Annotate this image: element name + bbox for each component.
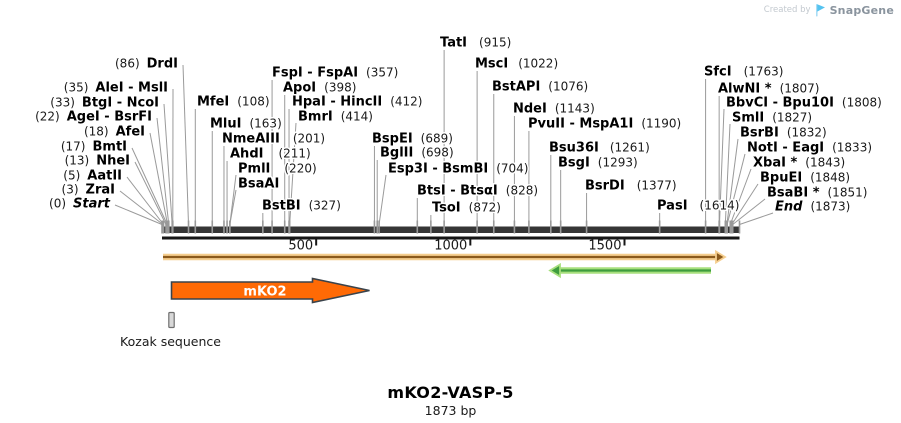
site-connector-line — [163, 103, 173, 225]
orf-feature-mko2: mKO2 — [170, 277, 370, 304]
enzyme-label: TsoI(872) — [432, 201, 501, 216]
ruler-tick-label: 1000 — [434, 239, 467, 254]
enzyme-label: BspEI(689) — [372, 132, 453, 147]
enzyme-label: BsrBI(1832) — [740, 126, 827, 141]
created-by-text: Created by — [763, 5, 811, 15]
enzyme-label: BsrDI(1377) — [585, 179, 677, 194]
enzyme-label: (13)NheI — [65, 154, 130, 169]
enzyme-label: MluI(163) — [210, 117, 282, 132]
sequence-bar — [162, 226, 740, 233]
reverse-arrowhead-icon — [548, 262, 561, 279]
site-connector-line — [739, 212, 774, 225]
enzyme-label: TatI(915) — [440, 36, 511, 51]
site-connector-line — [729, 168, 752, 225]
forward-arrowhead-icon — [715, 249, 727, 265]
site-connector-line — [731, 183, 759, 225]
enzyme-label: (18)AfeI — [84, 125, 145, 140]
enzyme-label: NotI - EagI(1833) — [747, 141, 872, 156]
site-connector-line — [229, 189, 237, 225]
ruler-labels: 500 1000 1500 — [288, 236, 626, 254]
orf-arrow-shape — [170, 277, 370, 304]
site-connector-line — [718, 108, 725, 225]
site-ticks — [161, 220, 741, 234]
site-connector-line — [119, 190, 164, 225]
enzyme-label: BmrI(414) — [298, 110, 373, 125]
ruler-tick-label: 500 — [288, 239, 313, 254]
site-connector-line — [149, 132, 169, 225]
ruler-tick — [623, 236, 626, 246]
enzyme-label: Bsu36I(1261) — [549, 141, 650, 156]
site-connector-line — [134, 161, 167, 225]
site-connector-line — [114, 204, 163, 225]
snapgene-brand-text: SnapGene — [829, 3, 894, 17]
enzyme-label: BstBI(327) — [262, 199, 341, 214]
enzyme-label: PasI(1614) — [657, 199, 739, 214]
snapgene-logo-icon — [815, 4, 825, 17]
enzyme-label: (86)DrdI — [115, 57, 178, 72]
enzyme-label: BtsI - BtsαI(828) — [417, 184, 538, 199]
enzyme-label: (0)Start — [49, 197, 111, 212]
ruler-tick-label: 1500 — [588, 239, 621, 254]
enzyme-label: PmlI(220) — [238, 162, 317, 177]
forward-span-arrow — [163, 249, 727, 265]
enzyme-labels: (0)Start(3)ZraI(5)AatII(13)NheI(17)BmtI(… — [34, 34, 884, 217]
site-connector-line — [726, 138, 739, 225]
reverse-span-arrow — [548, 262, 711, 279]
orf-feature-label: mKO2 — [243, 285, 286, 300]
site-connector-line — [724, 123, 731, 225]
map-length: 1873 bp — [424, 403, 477, 418]
kozak-feature: Kozak sequence — [120, 311, 221, 349]
enzyme-label: BsaAI — [238, 177, 279, 192]
site-connector-lines — [114, 50, 774, 225]
site-connector-line — [126, 176, 164, 225]
kozak-marker — [168, 311, 175, 329]
enzyme-label: BbvCI - Bpu10I(1808) — [726, 96, 882, 111]
site-connector-line — [182, 64, 190, 225]
enzyme-label: ApoI(398) — [283, 81, 356, 96]
ruler-tick — [315, 236, 318, 246]
enzyme-label: (3)ZraI — [62, 183, 115, 198]
enzyme-label: SfcI(1763) — [704, 65, 783, 80]
enzyme-label: AlwNI *(1807) — [718, 82, 819, 97]
enzyme-label: BsgI(1293) — [558, 156, 638, 171]
enzyme-label: NdeI(1143) — [513, 102, 595, 117]
enzyme-label: (5)AatII — [63, 169, 122, 184]
enzyme-label: End(1873) — [775, 200, 850, 215]
ruler-tick — [469, 236, 472, 246]
enzyme-label: MfeI(108) — [197, 95, 270, 110]
site-connector-line — [378, 174, 387, 225]
enzyme-label: HpaI - HincII(412) — [292, 95, 423, 110]
site-connector-line — [732, 198, 766, 225]
enzyme-label: NmeAIII(201) — [222, 132, 325, 147]
enzyme-label: (35)AleI - MslI — [64, 81, 168, 96]
enzyme-label: (33)BtgI - NcoI — [50, 96, 159, 111]
kozak-label: Kozak sequence — [120, 334, 221, 349]
enzyme-label: AhdI(211) — [230, 147, 311, 162]
snapgene-credit: Created by SnapGene — [764, 3, 894, 17]
enzyme-label: BpuEI(1848) — [760, 171, 850, 186]
enzyme-label: (22)AgeI - BsrFI — [35, 110, 152, 125]
enzyme-label: Esp3I - BsmBI(704) — [388, 162, 528, 177]
enzyme-label: MscI(1022) — [475, 57, 558, 72]
enzyme-label: FspI - FspAI(357) — [272, 66, 398, 81]
map-title: mKO2-VASP-5 — [387, 383, 514, 402]
enzyme-label: PvuII - MspA1I(1190) — [528, 117, 681, 132]
enzyme-label: XbaI *(1843) — [753, 156, 845, 171]
enzyme-label: (17)BmtI — [61, 140, 127, 155]
site-connector-line — [131, 147, 168, 225]
map-title-block: mKO2-VASP-5 1873 bp — [0, 383, 901, 418]
enzyme-label: BstAPI(1076) — [492, 80, 588, 95]
enzyme-label: BsaBI *(1851) — [767, 186, 867, 201]
site-connector-line — [289, 122, 297, 225]
enzyme-label: BglII(698) — [380, 146, 454, 161]
site-connector-line — [156, 117, 170, 225]
ruler-line — [162, 236, 740, 240]
enzyme-label: SmlI(1827) — [732, 111, 812, 126]
site-connector-line — [726, 153, 746, 225]
